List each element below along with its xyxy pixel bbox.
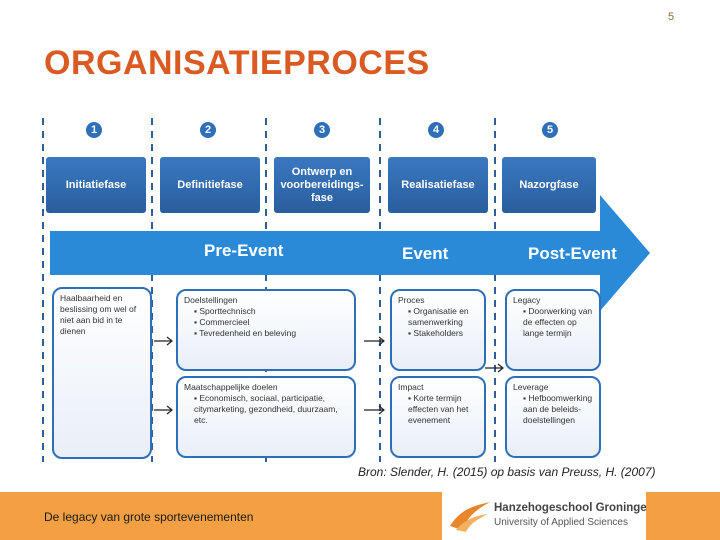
box-haalbaarheid: Haalbaarheid en beslissing om wel of nie… xyxy=(52,287,152,459)
list-item: Doorwerking van de effecten op lange ter… xyxy=(523,306,593,339)
step-number-1: 1 xyxy=(86,122,102,138)
band-label-event: Event xyxy=(402,244,449,263)
list-item: Organisatie en samenwerking xyxy=(408,306,478,328)
slide-title: ORGANISATIEPROCES xyxy=(44,44,430,82)
phase-initiatiefase: Initiatiefase xyxy=(46,157,146,213)
box-impact: Impact Korte termijn effecten van het ev… xyxy=(390,376,486,458)
phase-realisatiefase: Realisatiefase xyxy=(388,157,488,213)
box-proces-heading: Proces xyxy=(398,295,425,305)
phase-nazorgfase: Nazorgfase xyxy=(502,157,596,213)
footer-text: De legacy van grote sportevenementen xyxy=(44,510,254,524)
logo-line1: Hanzehogeschool Groningen xyxy=(494,502,654,514)
box-maatschappelijk-heading: Maatschappelijke doelen xyxy=(184,382,278,392)
footer-bar-right xyxy=(646,492,720,540)
list-item: Korte termijn effecten van het evenement xyxy=(408,393,478,426)
box-impact-heading: Impact xyxy=(398,382,424,392)
phase-ontwerp: Ontwerp en voorbereidings-fase xyxy=(274,157,370,213)
box-legacy: Legacy Doorwerking van de effecten op la… xyxy=(505,289,601,371)
list-item: Sporttechnisch xyxy=(194,306,348,317)
step-number-5: 5 xyxy=(542,122,558,138)
band-label-post-event: Post-Event xyxy=(528,244,617,263)
timeline-arrow xyxy=(50,195,650,311)
page-number: 5 xyxy=(668,11,675,23)
step-number-4: 4 xyxy=(428,122,444,138)
list-item: Tevredenheid en beleving xyxy=(194,328,348,339)
flow-arrows xyxy=(154,336,504,415)
footer: De legacy van grote sportevenementen Han… xyxy=(0,492,720,540)
source-citation: Bron: Slender, H. (2015) op basis van Pr… xyxy=(358,465,656,479)
list-item: Hefboomwerking aan de beleids-doelstelli… xyxy=(523,393,593,426)
box-doelstellingen-heading: Doelstellingen xyxy=(184,295,238,305)
box-doelstellingen: Doelstellingen Sporttechnisch Commerciee… xyxy=(176,289,356,371)
box-maatschappelijke-doelen: Maatschappelijke doelen Economisch, soci… xyxy=(176,376,356,458)
list-item: Economisch, sociaal, participatie, citym… xyxy=(194,393,348,426)
list-item: Stakeholders xyxy=(408,328,478,339)
phase-definitiefase: Definitiefase xyxy=(160,157,260,213)
logo-line2: University of Applied Sciences xyxy=(494,517,628,528)
hanze-logo: Hanzehogeschool Groningen University of … xyxy=(442,492,654,540)
step-number-3: 3 xyxy=(314,122,330,138)
box-proces: Proces Organisatie en samenwerking Stake… xyxy=(390,289,486,371)
box-leverage: Leverage Hefboomwerking aan de beleids-d… xyxy=(505,376,601,458)
box-leverage-heading: Leverage xyxy=(513,382,549,392)
box-haalbaarheid-text: Haalbaarheid en beslissing om wel of nie… xyxy=(60,293,137,336)
box-legacy-heading: Legacy xyxy=(513,295,541,305)
list-item: Commercieel xyxy=(194,317,348,328)
logo-mark-icon xyxy=(450,502,490,532)
footer-bar-left xyxy=(0,492,442,540)
band-label-pre-event: Pre-Event xyxy=(204,241,284,260)
step-number-2: 2 xyxy=(200,122,216,138)
